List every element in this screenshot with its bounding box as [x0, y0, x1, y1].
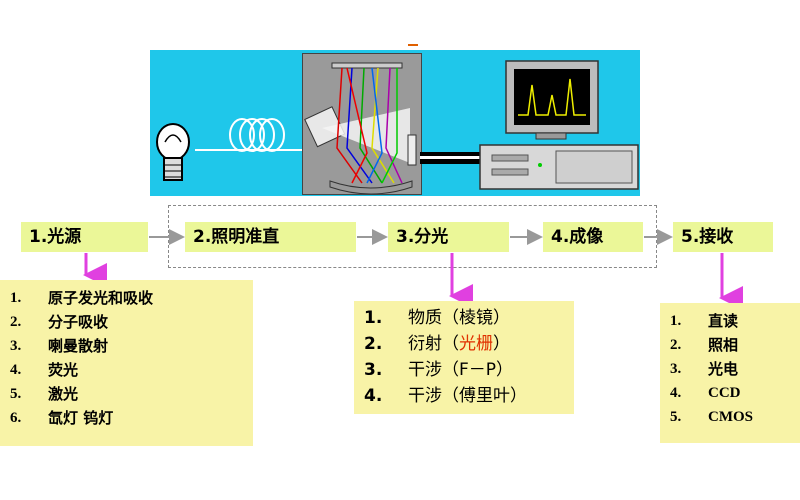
list-item: 2.照相: [670, 336, 739, 354]
stage-light-source: 1.光源: [21, 222, 148, 252]
list-item: 1.物质（棱镜）: [364, 308, 510, 328]
illustration-svg: [156, 118, 310, 181]
cable-highlight: [420, 156, 480, 159]
list-item: 3.光电: [670, 360, 739, 378]
list-item: 2.衍射（光栅）: [364, 331, 564, 357]
list-item: 4.荧光: [10, 361, 79, 379]
spectrometer-svg: [304, 62, 417, 195]
stage-imaging: 4.成像: [543, 222, 643, 252]
fiber-coil-icon: [229, 118, 285, 152]
light-source-list: 1.原子发光和吸收 2.分子吸收 3.喇曼散射 4.荧光 5.激光 6.氙灯 钨…: [0, 280, 253, 446]
marker-dash: [408, 44, 418, 46]
lamp-icon: [156, 123, 190, 181]
list-item: 1.直读: [670, 312, 739, 330]
stage-collimation: 2.照明准直: [185, 222, 356, 252]
list-item: 5.CMOS: [670, 409, 753, 425]
list-item: 4.CCD: [670, 385, 741, 401]
list-item: 5.激光: [10, 385, 79, 403]
stage-dispersion: 3.分光: [388, 222, 509, 252]
list-item: 2.分子吸收: [10, 313, 109, 331]
list-item: 3.喇曼散射: [10, 337, 109, 355]
stage-receiver: 5.接收: [673, 222, 773, 252]
highlight-text: 光栅: [459, 334, 493, 354]
dispersion-list: 1.物质（棱镜） 2.衍射（光栅） 3.干涉（F－P） 4.干涉（傅里叶）: [354, 301, 574, 414]
list-item: 4.干涉（傅里叶）: [364, 386, 527, 406]
list-item: 1.原子发光和吸收: [10, 289, 154, 307]
computer-icon: [479, 60, 639, 190]
receiver-list: 1.直读 2.照相 3.光电 4.CCD 5.CMOS: [660, 303, 800, 443]
list-item: 3.干涉（F－P）: [364, 360, 514, 380]
list-item: 6.氙灯 钨灯: [10, 409, 114, 427]
